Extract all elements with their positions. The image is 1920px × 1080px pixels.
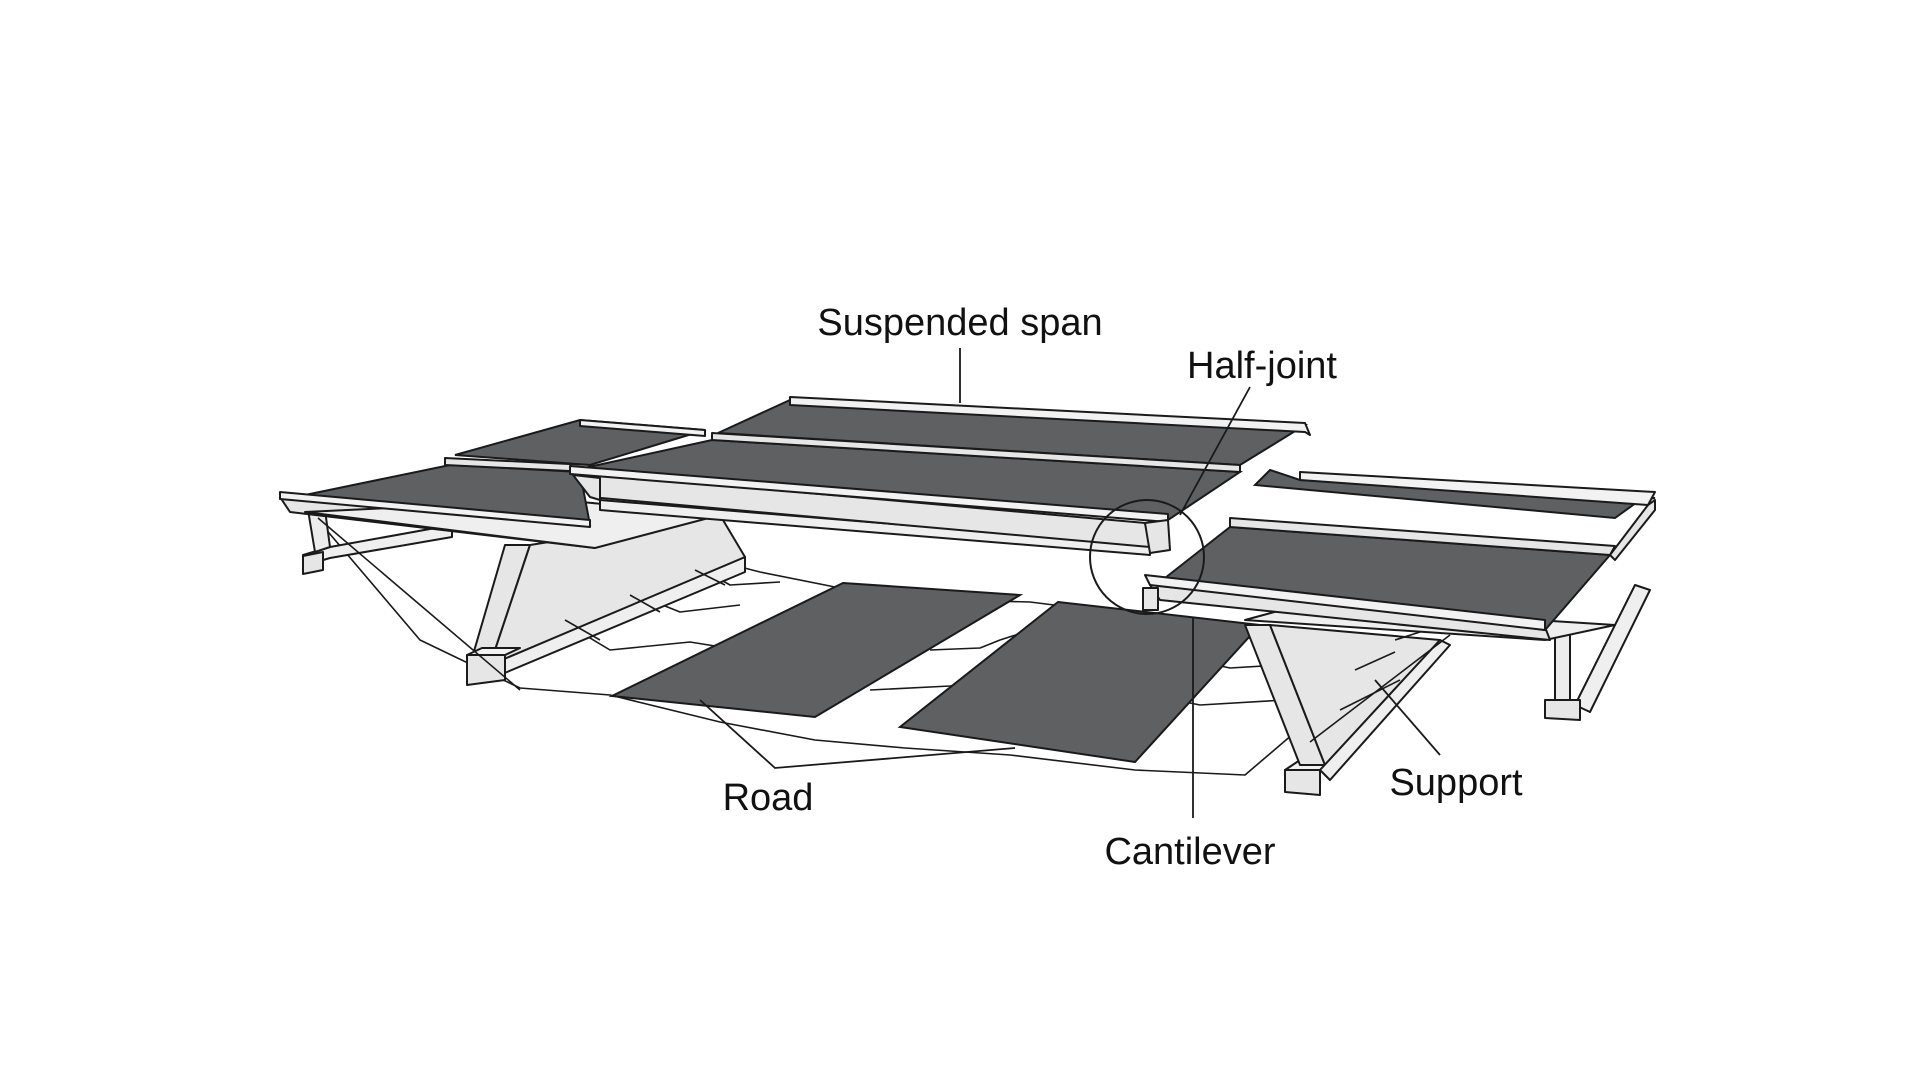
suspended-span-median <box>711 432 1241 473</box>
right-back-beam <box>1574 584 1651 713</box>
right-deck <box>1142 468 1656 641</box>
left-back-footing <box>302 551 324 575</box>
label-road: Road <box>723 777 814 819</box>
right-deck-surface-far <box>1252 468 1643 520</box>
left-parapet-far <box>579 419 706 437</box>
leader-road <box>699 699 1016 769</box>
suspended-span-left-step <box>572 474 601 501</box>
right-front-footing <box>1284 769 1321 796</box>
label-support: Support <box>1389 762 1523 804</box>
right-deck-nib <box>1142 587 1159 611</box>
median-line-1 <box>929 631 1026 651</box>
left-panel-line-3 <box>694 569 726 586</box>
leader-half-joint <box>1179 386 1251 516</box>
label-cantilever: Cantilever <box>1104 831 1275 873</box>
suspended-span-parapet-far <box>789 396 1311 436</box>
right-diagonal-line <box>1309 634 1451 743</box>
left-panel-line-1 <box>564 619 601 641</box>
left-panel-line-2 <box>629 594 661 613</box>
label-half-joint: Half-joint <box>1187 345 1337 387</box>
right-front-beam <box>1319 639 1451 781</box>
labels: Suspended span Half-joint Road Cantileve… <box>723 302 1523 873</box>
right-panel-line-3 <box>1394 631 1421 641</box>
right-back-leg <box>1554 629 1571 701</box>
right-back-footing <box>1544 699 1581 721</box>
left-parapet-near <box>279 491 591 528</box>
road-carriageway-left <box>608 581 1024 719</box>
label-suspended-span: Suspended span <box>817 302 1102 344</box>
half-joint-highlight-circle <box>1089 499 1205 615</box>
suspended-span-nib <box>1144 519 1171 554</box>
leader-support <box>1374 679 1441 756</box>
right-panel-line-2 <box>1354 651 1396 671</box>
left-front-footing <box>466 654 506 686</box>
left-front-footing-top <box>466 647 521 656</box>
road-carriageways <box>608 581 1263 764</box>
left-diagonal-line <box>317 517 521 691</box>
right-panel-line-1 <box>1339 679 1401 711</box>
right-support <box>1244 584 1651 796</box>
right-parapet-near <box>1144 574 1546 631</box>
right-deck-end <box>1609 499 1656 561</box>
leader-lines <box>699 348 1441 818</box>
suspended-span <box>569 396 1311 556</box>
